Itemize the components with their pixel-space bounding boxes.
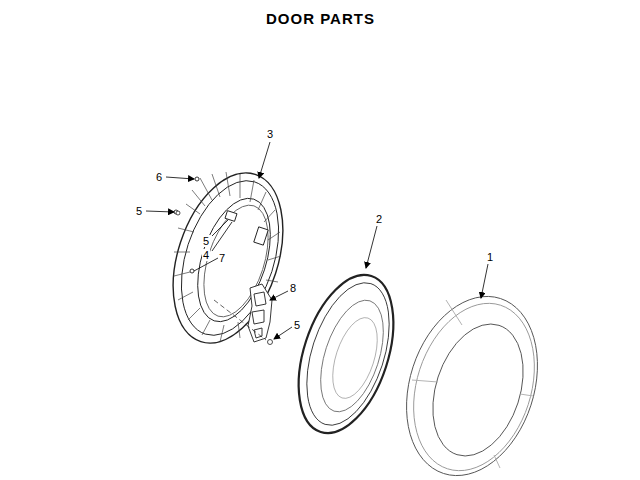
callout-number: 5 <box>202 235 210 247</box>
screws <box>176 211 273 345</box>
door-frame-bracket <box>153 159 302 357</box>
callout-number: 8 <box>289 282 297 294</box>
callout-number: 5 <box>293 319 301 331</box>
callout-number: 7 <box>218 252 226 264</box>
assembly-line <box>214 300 266 340</box>
outer-door-ring <box>385 279 560 480</box>
page-title: DOOR PARTS <box>266 10 375 27</box>
callout-number: 3 <box>266 128 274 140</box>
door-hinge <box>248 284 272 342</box>
callout-number: 4 <box>202 249 210 261</box>
leader-lines <box>146 142 488 339</box>
door-glass <box>281 263 412 445</box>
callout-number: 1 <box>486 251 494 263</box>
callout-number: 2 <box>375 213 383 225</box>
callout-number: 5 <box>135 205 143 217</box>
callout-number: 6 <box>155 171 163 183</box>
